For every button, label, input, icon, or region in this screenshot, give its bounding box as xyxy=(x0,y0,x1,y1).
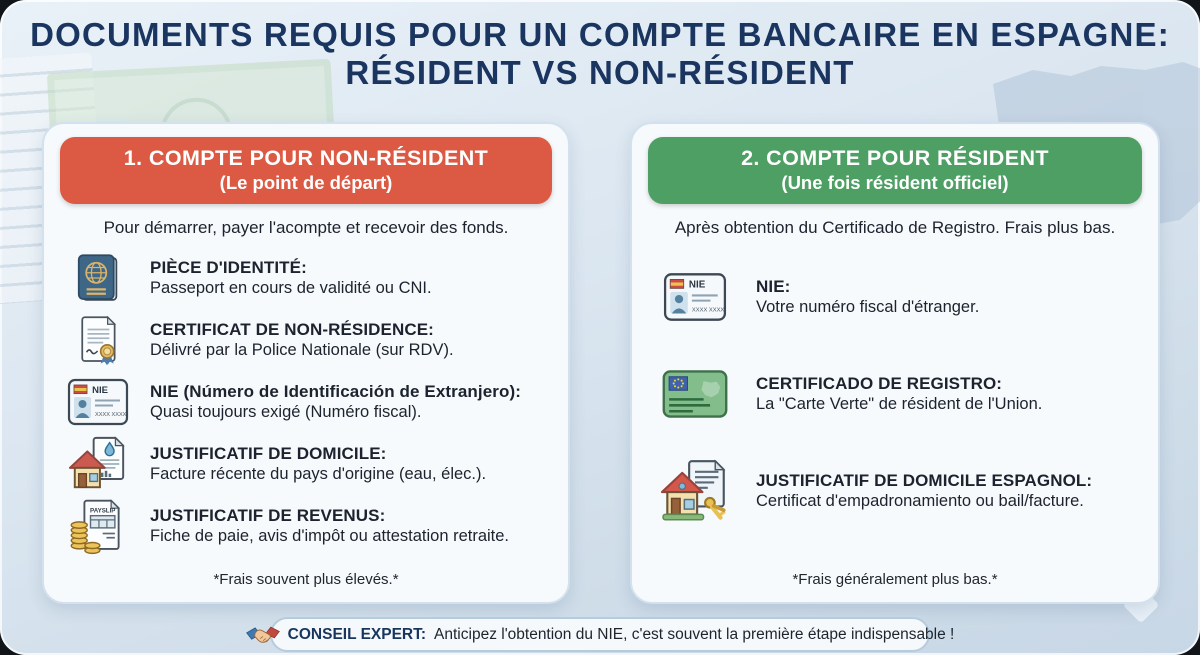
item-title: JUSTIFICATIF DE DOMICILE ESPAGNOL: xyxy=(756,471,1093,490)
house-key-icon xyxy=(652,458,738,524)
document-list: NIE XXXX XXXX NIE: Votre numéro fiscal d… xyxy=(632,238,1158,526)
item-description: Quasi toujours exigé (Numéro fiscal). xyxy=(150,402,422,421)
list-item: PIÈCE D'IDENTITÉ: Passeport en cours de … xyxy=(64,248,554,307)
item-description: Passeport en cours de validité ou CNI. xyxy=(150,278,432,297)
card-intro: Pour démarrer, payer l'acompte et recevo… xyxy=(103,218,509,237)
item-title: NIE (Número de Identificación de Extranj… xyxy=(150,381,522,401)
item-description: Votre numéro fiscal d'étranger. xyxy=(756,298,980,316)
expert-tip-label: CONSEIL EXPERT: xyxy=(287,625,427,643)
item-title: JUSTIFICATIF DE REVENUS: xyxy=(150,505,386,525)
card-intro: Après obtention du Certificado de Regist… xyxy=(674,218,1116,237)
item-description: Délivré par la Police Nationale (sur RDV… xyxy=(150,340,454,359)
card-header-title: 2. COMPTE POUR RÉSIDENT xyxy=(741,146,1049,170)
svg-text:PAYSLIP: PAYSLIP xyxy=(90,507,115,514)
list-item: PAYSLIP xyxy=(64,496,554,555)
item-title: NIE: xyxy=(756,277,791,296)
item-description: Certificat d'empadronamiento ou bail/fac… xyxy=(756,492,1084,510)
list-item: JUSTIFICATIF DE DOMICILE: Facture récent… xyxy=(64,434,554,493)
expert-tip-bar: CONSEIL EXPERT: Anticipez l'obtention du… xyxy=(245,617,954,652)
item-title: JUSTIFICATIF DE DOMICILE: xyxy=(150,443,387,463)
item-title: CERTIFICADO DE REGISTRO: xyxy=(756,374,1003,393)
svg-text:NIE: NIE xyxy=(689,280,706,291)
card-non-resident: 1. COMPTE POUR NON-RÉSIDENT (Le point de… xyxy=(42,122,570,604)
list-item: NIE XXXX XXXX NIE (Número de Identificac… xyxy=(64,372,554,431)
svg-text:XXXX XXXX: XXXX XXXX xyxy=(95,412,127,418)
item-description: La "Carte Verte" de résident de l'Union. xyxy=(756,395,1043,413)
page-title-line2: RÉSIDENT VS NON-RÉSIDENT xyxy=(345,54,855,91)
card-header-title: 1. COMPTE POUR NON-RÉSIDENT xyxy=(123,146,489,170)
card-header-subtitle: (Une fois résident officiel) xyxy=(781,172,1009,193)
card-resident: 2. COMPTE POUR RÉSIDENT (Une fois réside… xyxy=(630,122,1160,604)
nie-card-icon: NIE XXXX XXXX xyxy=(652,270,738,324)
page-title-line1: DOCUMENTS REQUIS POUR UN COMPTE BANCAIRE… xyxy=(30,16,1170,53)
certificate-icon xyxy=(64,311,132,369)
list-item: CERTIFICADO DE REGISTRO: La "Carte Verte… xyxy=(652,359,1144,429)
list-item: CERTIFICAT DE NON-RÉSIDENCE: Délivré par… xyxy=(64,310,554,369)
svg-text:NIE: NIE xyxy=(92,385,108,396)
item-description: Fiche de paie, avis d'impôt ou attestati… xyxy=(150,526,510,545)
house-utility-bill-icon xyxy=(64,434,132,494)
card-footnote: *Frais souvent plus élevés.* xyxy=(213,571,399,588)
page-title: DOCUMENTS REQUIS POUR UN COMPTE BANCAIRE… xyxy=(0,16,1200,92)
card-non-resident-header: 1. COMPTE POUR NON-RÉSIDENT (Le point de… xyxy=(60,137,552,204)
card-header-subtitle: (Le point de départ) xyxy=(219,172,393,193)
list-item: JUSTIFICATIF DE DOMICILE ESPAGNOL: Certi… xyxy=(652,456,1144,526)
passport-icon xyxy=(64,249,132,307)
card-footnote: *Frais généralement plus bas.* xyxy=(792,571,998,588)
list-item: NIE XXXX XXXX NIE: Votre numéro fiscal d… xyxy=(652,262,1144,332)
expert-tip-text: Anticipez l'obtention du NIE, c'est souv… xyxy=(434,625,955,643)
item-title: PIÈCE D'IDENTITÉ: xyxy=(150,257,307,277)
handshake-icon xyxy=(245,623,280,647)
card-resident-header: 2. COMPTE POUR RÉSIDENT (Une fois réside… xyxy=(648,137,1142,204)
document-list: PIÈCE D'IDENTITÉ: Passeport en cours de … xyxy=(44,238,568,555)
payslip-coins-icon: PAYSLIP xyxy=(64,496,132,556)
svg-text:XXXX XXXX: XXXX XXXX xyxy=(692,307,725,313)
item-description: Facture récente du pays d'origine (eau, … xyxy=(150,464,487,483)
nie-card-icon: NIE XXXX XXXX xyxy=(64,376,132,428)
item-title: CERTIFICAT DE NON-RÉSIDENCE: xyxy=(150,319,434,339)
eu-green-card-icon xyxy=(652,366,738,422)
